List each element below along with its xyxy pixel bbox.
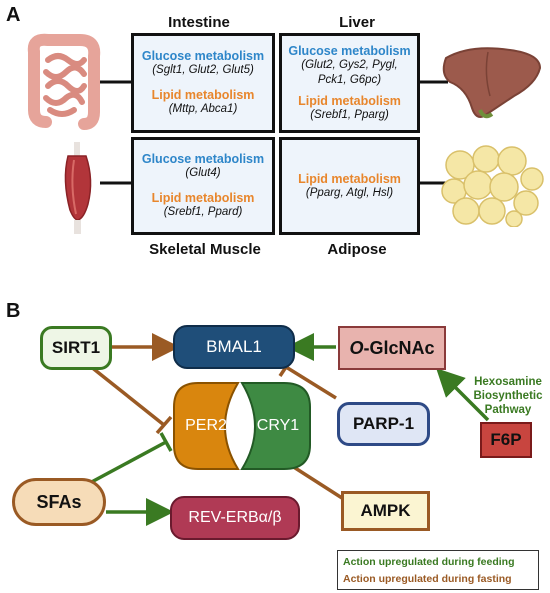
panel-b-letter: B xyxy=(6,300,21,322)
panel-a-letter: A xyxy=(6,4,21,26)
edge-sirt1-per2 xyxy=(88,364,166,427)
ampk-label: AMPK xyxy=(360,501,411,520)
reverb-node: REV-ERBα/β xyxy=(170,496,300,540)
parp1-node: PARP-1 xyxy=(337,402,430,446)
adipose-title: Adipose xyxy=(327,241,387,258)
muscle-illustration xyxy=(64,142,92,234)
reverb-label: REV-ERBα/β xyxy=(188,509,282,526)
intestine-glucose-label: Glucose metabolism xyxy=(141,49,265,63)
f6p-label: F6P xyxy=(490,430,522,449)
adipose-box: Lipid metabolism (Pparg, Atgl, Hsl) xyxy=(279,137,420,235)
intestine-title: Intestine xyxy=(168,14,230,31)
sirt1-node: SIRT1 xyxy=(40,326,112,370)
edge-parp1-bmal1 xyxy=(285,365,337,400)
bmal1-node: BMAL1 xyxy=(173,325,295,369)
pathway-line-3: Pathway xyxy=(484,404,532,416)
ampk-node: AMPK xyxy=(341,491,430,531)
intestine-illustration xyxy=(27,33,101,130)
parp1-label: PARP-1 xyxy=(352,414,415,433)
hexosamine-pathway-label: Hexosamine Biosynthetic Pathway xyxy=(468,375,548,417)
liver-glucose-genes-line2: Pck1, G6pc) xyxy=(317,73,382,86)
sfas-node: SFAs xyxy=(12,478,106,526)
panel-a-connectors xyxy=(100,80,448,185)
liver-lipid-label: Lipid metabolism xyxy=(298,93,401,108)
liver-glucose-genes-line1: (Glut2, Gys2, Pygl, xyxy=(301,58,398,71)
muscle-box: Glucose metabolism (Glut4) Lipid metabol… xyxy=(131,137,275,235)
legend: Action upregulated during feeding Action… xyxy=(337,550,539,590)
liver-title: Liver xyxy=(339,14,375,31)
intestine-lipid-genes: (Mttp, Abca1) xyxy=(168,103,238,115)
cry1-shape xyxy=(240,382,311,470)
oglcnac-node: O-GlcNAc xyxy=(338,326,446,370)
intestine-lipid-label: Lipid metabolism xyxy=(151,88,255,102)
muscle-title: Skeletal Muscle xyxy=(149,241,261,258)
cry1-label: CRY1 xyxy=(256,417,300,434)
liver-glucose-label: Glucose metabolism xyxy=(288,43,411,58)
muscle-lipid-genes: (Srebf1, Ppard) xyxy=(163,206,243,218)
per2-label: PER2 xyxy=(185,417,227,434)
legend-feeding: Action upregulated during feeding xyxy=(343,556,515,568)
pathway-line-2: Biosynthetic xyxy=(473,390,543,402)
liver-box: Glucose metabolism (Glut2, Gys2, Pygl, P… xyxy=(279,33,420,133)
adipose-lipid-label: Lipid metabolism xyxy=(298,171,401,186)
oglcnac-label: -GlcNAc xyxy=(363,337,435,358)
sfas-label: SFAs xyxy=(36,491,82,512)
sirt1-label: SIRT1 xyxy=(51,338,101,357)
adipose-lipid-genes: (Pparg, Atgl, Hsl) xyxy=(305,186,394,199)
bmal1-label: BMAL1 xyxy=(206,337,262,356)
legend-fasting: Action upregulated during fasting xyxy=(343,573,512,585)
pathway-line-1: Hexosamine xyxy=(474,376,542,388)
intestine-glucose-genes: (Sglt1, Glut2, Glut5) xyxy=(152,64,254,76)
per2-cry1-complex xyxy=(173,382,311,470)
oglcnac-italic: O xyxy=(349,337,364,358)
muscle-glucose-genes: (Glut4) xyxy=(185,167,221,179)
muscle-lipid-label: Lipid metabolism xyxy=(151,191,255,205)
muscle-glucose-label: Glucose metabolism xyxy=(141,152,265,166)
liver-illustration xyxy=(442,47,542,119)
adipose-illustration xyxy=(441,145,544,227)
intestine-box: Glucose metabolism (Sglt1, Glut2, Glut5)… xyxy=(131,33,275,133)
edge-sfas-per2 xyxy=(85,440,167,487)
per2-shape xyxy=(173,382,240,470)
f6p-node: F6P xyxy=(480,422,532,458)
liver-lipid-genes: (Srebf1, Pparg) xyxy=(310,108,389,121)
edge-f6p-oglcnac xyxy=(436,368,490,422)
